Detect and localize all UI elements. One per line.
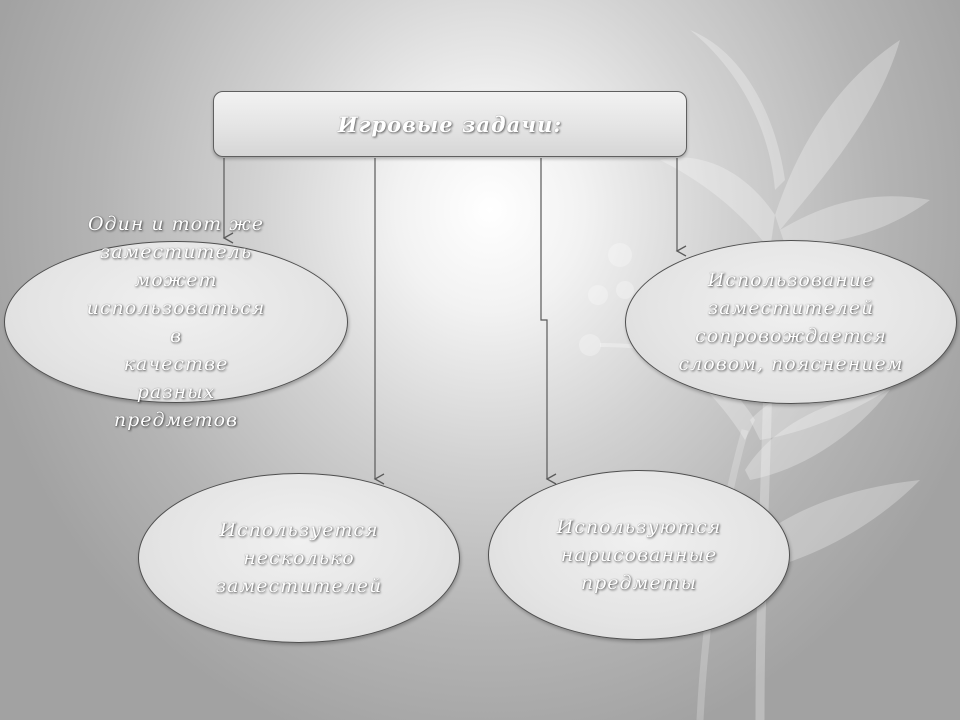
node-line: предметы [580,572,698,594]
title-box: Игровые задачи: [213,91,687,157]
diagram-title: Игровые задачи: [337,111,563,137]
node-same-substitute: Один и тот же заместитель может использо… [4,213,348,431]
node-line: нарисованные [560,544,718,566]
node-line: Использование [707,269,875,291]
node-line: использоваться в [86,297,266,347]
node-line: качестве разных [123,353,229,403]
node-line: заместителей [215,575,383,597]
node-line: словом, пояснением [678,353,904,375]
node-text: Один и тот же заместитель может использо… [81,210,271,434]
node-substitute-with-words: Использование заместителей сопровождаетс… [625,240,957,404]
node-line: может [134,269,218,291]
node-text: Используется несколько заместителей [204,516,394,600]
node-line: сопровождается [695,325,887,347]
node-drawn-objects: Используются нарисованные предметы [488,470,790,640]
node-text: Используются нарисованные предметы [544,513,734,597]
node-line: Используется [219,519,379,541]
node-text: Использование заместителей сопровождаетс… [676,266,906,378]
node-line: Используются [556,516,722,538]
connector-title-to-node-4 [540,158,557,485]
node-line: заместителей [707,297,875,319]
node-line: несколько [243,547,355,569]
node-line: Один и тот же [87,213,265,235]
node-several-substitutes: Используется несколько заместителей [138,473,460,643]
node-line: предметов [113,409,239,431]
node-line: заместитель [99,241,253,263]
